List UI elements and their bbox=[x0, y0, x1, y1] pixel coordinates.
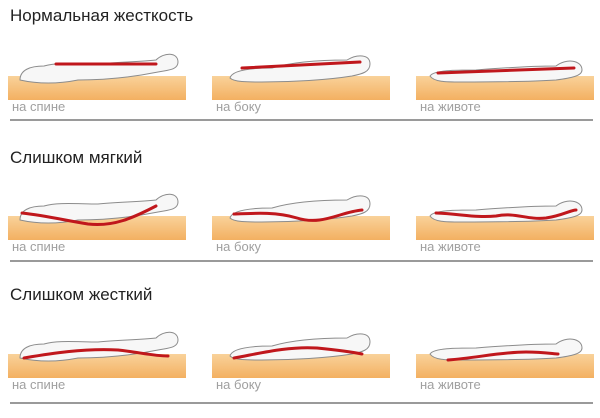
caption-soft-back: на спине bbox=[12, 239, 66, 254]
mattress-illustration bbox=[416, 60, 594, 100]
panel-normal-back: на спине bbox=[8, 40, 186, 125]
spine-line bbox=[20, 204, 158, 227]
panel-soft-stomach: на животе bbox=[416, 180, 594, 265]
panel-normal-stomach: на животе bbox=[416, 40, 594, 125]
mattress-illustration bbox=[8, 331, 186, 378]
spine-line bbox=[240, 60, 362, 70]
mattress-illustration bbox=[416, 338, 594, 378]
caption-normal-side: на боку bbox=[216, 99, 262, 114]
mattress-illustration bbox=[8, 53, 186, 100]
panel-soft-back: на спине bbox=[8, 180, 186, 265]
body-silhouette bbox=[19, 193, 179, 224]
panel-normal-side: на боку bbox=[212, 40, 390, 125]
caption-normal-back: на спине bbox=[12, 99, 66, 114]
caption-hard-back: на спине bbox=[12, 377, 66, 392]
mattress-illustration bbox=[212, 55, 390, 100]
panel-hard-stomach: на животе bbox=[416, 318, 594, 403]
section-divider bbox=[10, 402, 593, 404]
mattress-illustration bbox=[416, 200, 594, 240]
caption-hard-side: на боку bbox=[216, 377, 262, 392]
mattress-illustration bbox=[8, 193, 186, 240]
caption-soft-side: на боку bbox=[216, 239, 262, 254]
body-silhouette bbox=[429, 200, 583, 223]
spine-line bbox=[436, 66, 576, 75]
spine-line bbox=[446, 350, 560, 362]
panel-hard-back: на спине bbox=[8, 318, 186, 403]
mattress-illustration bbox=[212, 195, 390, 240]
body-silhouette bbox=[429, 338, 583, 361]
panel-hard-side: на боку bbox=[212, 318, 390, 403]
spine-line bbox=[22, 348, 170, 360]
section-divider bbox=[10, 260, 593, 262]
caption-soft-stomach: на животе bbox=[420, 239, 481, 254]
section-title-normal: Нормальная жесткость bbox=[10, 6, 194, 25]
spine-line bbox=[434, 208, 578, 220]
mattress-illustration bbox=[212, 333, 390, 378]
caption-normal-stomach: на животе bbox=[420, 99, 481, 114]
panel-soft-side: на боку bbox=[212, 180, 390, 265]
section-title-too-hard: Слишком жесткий bbox=[10, 285, 153, 304]
section-title-too-soft: Слишком мягкий bbox=[10, 148, 143, 167]
caption-hard-stomach: на животе bbox=[420, 377, 481, 392]
body-silhouette bbox=[19, 53, 179, 84]
spine-line bbox=[232, 346, 364, 360]
section-divider bbox=[10, 119, 593, 121]
spine-line bbox=[232, 208, 364, 222]
